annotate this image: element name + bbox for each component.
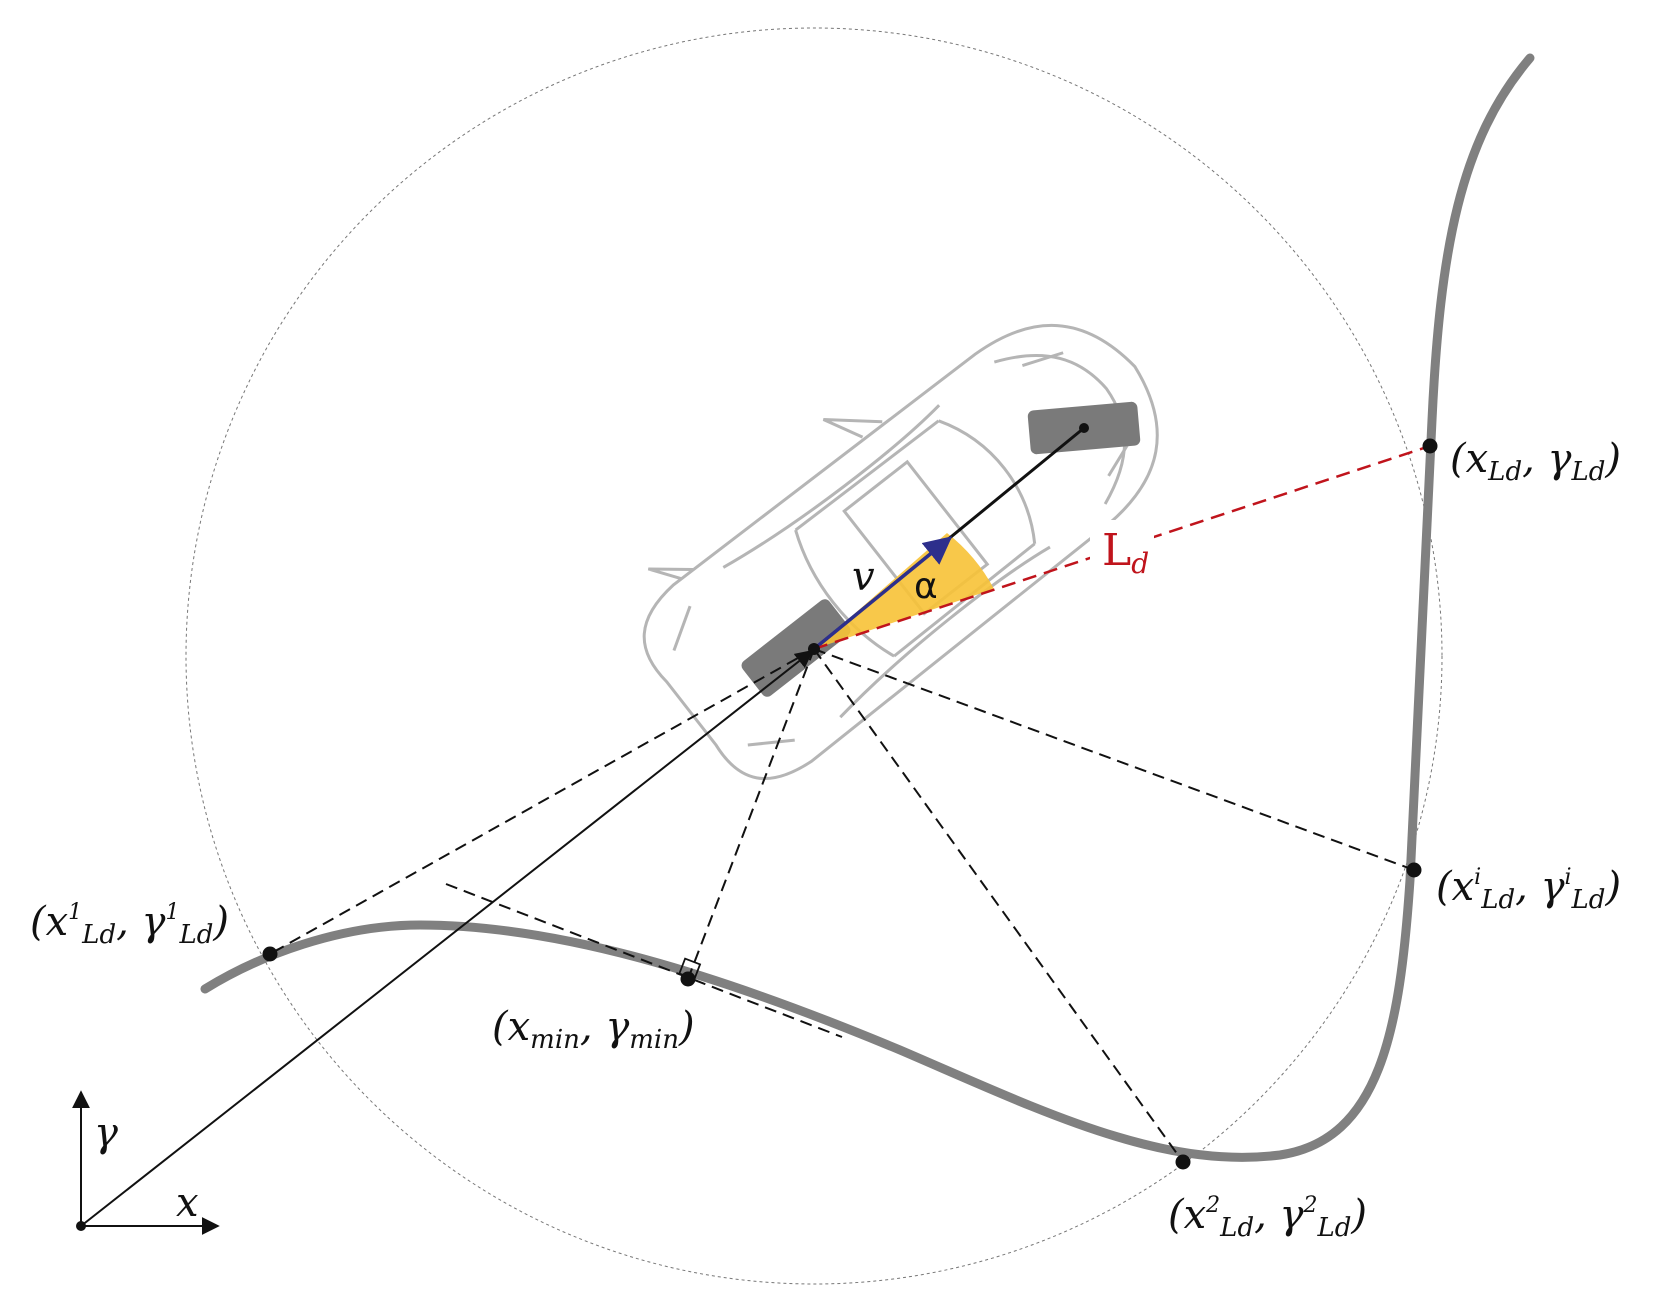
intersection-i-sub-x: Ld xyxy=(1480,885,1515,915)
intersection-2-sub-x: Ld xyxy=(1219,1213,1254,1243)
lookahead-target-point xyxy=(1422,438,1438,454)
intersection-1-sup-x: 1 xyxy=(68,900,82,925)
intersection-i-label: (xiLd, γiLd) xyxy=(1436,864,1621,915)
intersection-1-label: (x1Ld, γ1Ld) xyxy=(30,899,229,950)
rear-wheel xyxy=(741,599,851,697)
closest-point-marker xyxy=(680,971,696,987)
closest-point-label: (xmin, γmin) xyxy=(492,1004,695,1055)
position-vector xyxy=(80,649,814,1227)
alpha-label: α xyxy=(914,566,938,607)
lookahead-distance-label: Ld xyxy=(1102,525,1149,580)
dash-to-intersection-2 xyxy=(813,648,1184,1163)
lookahead-distance-sub: d xyxy=(1131,547,1149,580)
closest-point-sub-y: min xyxy=(629,1025,679,1055)
intersection-1-x: x xyxy=(46,899,69,945)
axis-x-label: x xyxy=(176,1180,199,1226)
dash-to-intersection-1 xyxy=(269,648,815,955)
lookahead-target-y: γ xyxy=(1548,436,1572,482)
dash-to-intersection-i xyxy=(813,648,1415,871)
closest-point-y: γ xyxy=(605,1004,629,1050)
lookahead-line xyxy=(813,444,1431,651)
lookahead-distance-main: L xyxy=(1102,525,1131,576)
lookahead-target-sub-y: Ld xyxy=(1570,457,1605,487)
lookahead-target-x: x xyxy=(1466,436,1489,482)
intersection-2-sub-y: Ld xyxy=(1316,1213,1351,1243)
axis-y-label: γ xyxy=(94,1110,118,1156)
velocity-arrow xyxy=(812,536,953,651)
lookahead-target-sub-x: Ld xyxy=(1487,457,1522,487)
intersection-2-label: (x2Ld, γ2Ld) xyxy=(1168,1192,1367,1243)
reference-path xyxy=(200,53,1535,1162)
car-outline xyxy=(642,324,1159,781)
velocity-label: v xyxy=(852,554,875,600)
intersection-2-point xyxy=(1175,1154,1191,1170)
dash-to-closest-point xyxy=(687,648,815,980)
intersection-1-sub-y: Ld xyxy=(178,920,213,950)
intersection-i-y: γ xyxy=(1541,864,1565,910)
intersection-2-sup-y: 2 xyxy=(1302,1193,1317,1218)
intersection-2-sup-x: 2 xyxy=(1205,1193,1220,1218)
closest-point-sep: , xyxy=(580,1004,593,1050)
front-axle-point xyxy=(1079,423,1089,433)
intersection-i-sup-x: i xyxy=(1474,865,1481,890)
intersection-i-point xyxy=(1406,862,1422,878)
intersection-i-sub-y: Ld xyxy=(1571,885,1606,915)
tangent-line xyxy=(445,883,843,1038)
closest-point-sub-x: min xyxy=(530,1025,580,1055)
intersection-2-sep: , xyxy=(1254,1192,1267,1238)
lookahead-circle xyxy=(185,27,1443,1285)
intersection-2-x: x xyxy=(1184,1192,1207,1238)
alpha-angle-sector xyxy=(814,533,994,649)
intersection-i-sep: , xyxy=(1515,864,1528,910)
rear-axle-point xyxy=(808,643,820,655)
intersection-1-sep: , xyxy=(116,899,129,945)
lookahead-target-label: (xLd, γLd) xyxy=(1450,436,1621,487)
lookahead-target-sep: , xyxy=(1522,436,1535,482)
intersection-2-y: γ xyxy=(1280,1192,1304,1238)
intersection-1-sub-x: Ld xyxy=(81,920,116,950)
intersection-1-sup-y: 1 xyxy=(165,900,179,925)
intersection-1-y: γ xyxy=(142,899,166,945)
origin-point xyxy=(76,1221,86,1231)
intersection-1-point xyxy=(262,946,278,962)
lookahead-label-background xyxy=(1090,520,1154,574)
intersection-i-sup-y: i xyxy=(1564,865,1571,890)
closest-point-x: x xyxy=(508,1004,531,1050)
intersection-i-x: x xyxy=(1452,864,1475,910)
